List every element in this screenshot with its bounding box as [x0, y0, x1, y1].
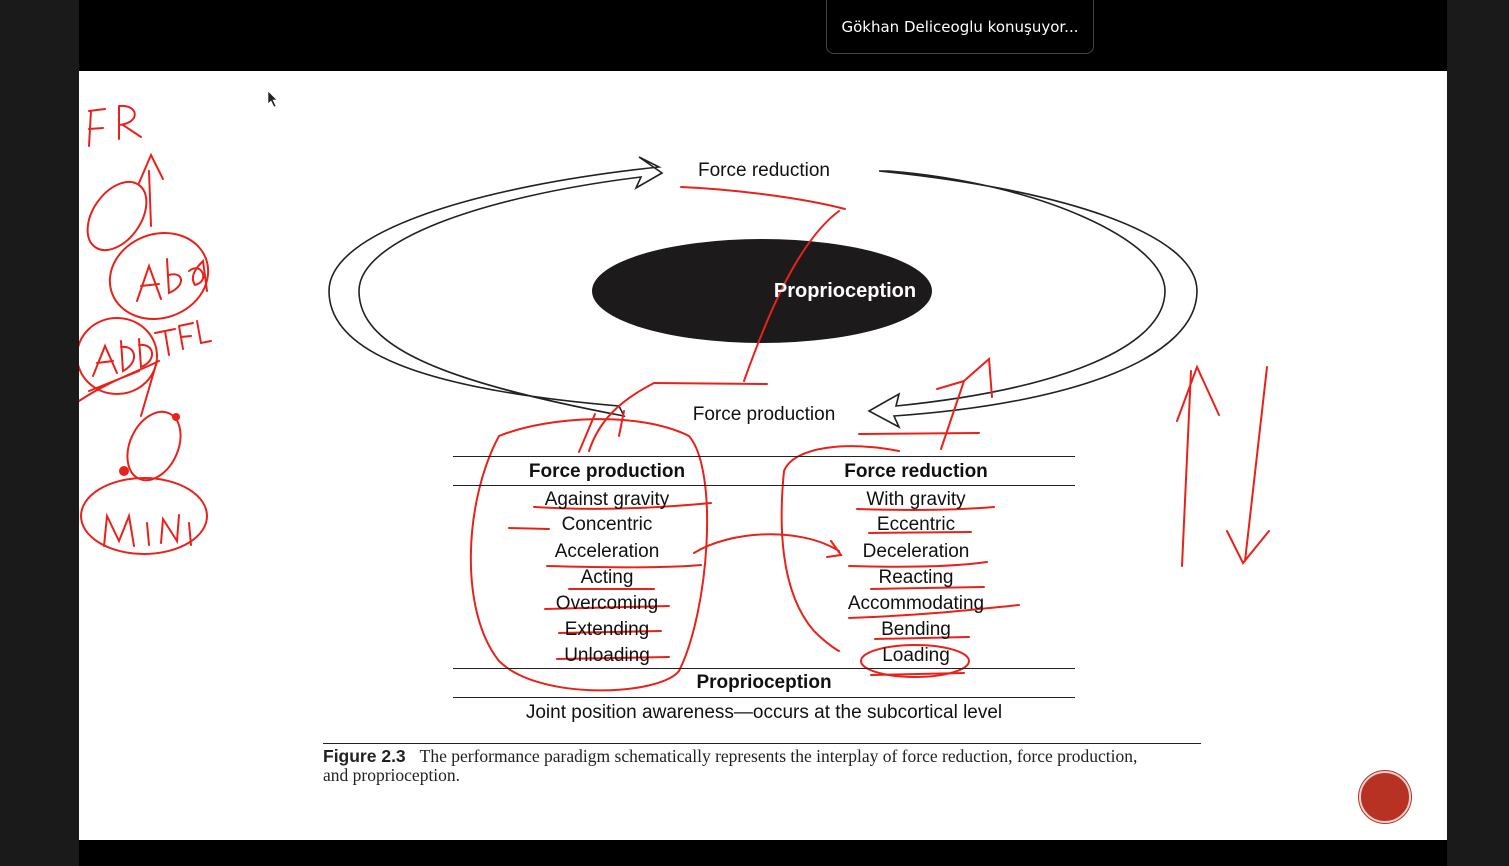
diagram-top-label: Force reduction [697, 160, 831, 181]
col2-item: Loading [882, 645, 950, 666]
caption-rule [323, 743, 1201, 744]
handwriting-oval-abd [108, 231, 210, 321]
presentation-slide: Force reduction Proprioception Force pro… [79, 71, 1447, 840]
col1-item: Extending [564, 619, 650, 640]
diagram-bottom-label: Force production [692, 404, 836, 425]
handwriting-mini-text [103, 512, 192, 547]
annotation-loop-production [469, 418, 709, 692]
handwriting-fr [88, 104, 142, 147]
footer-header: Proprioception [696, 672, 832, 693]
speaker-indicator-text: Gökhan Deliceoglu konuşuyor... [841, 17, 1079, 36]
col1-item: Unloading [564, 645, 650, 666]
col1-item: Acting [580, 567, 634, 588]
annotation-loop-reduction [780, 445, 900, 652]
col2-item: Deceleration [862, 541, 970, 562]
diagram-center-label: Proprioception [773, 280, 917, 302]
col2-item: Accommodating [847, 593, 985, 614]
proprioception-ellipse [592, 239, 932, 343]
table-footer-rule-2 [453, 697, 1075, 698]
col1-item: Acceleration [554, 541, 660, 562]
handwriting-oval-add [79, 317, 158, 395]
col2-item: Eccentric [876, 514, 956, 535]
handwriting-connector [79, 360, 160, 402]
table-top-rule [453, 456, 1075, 457]
mouse-cursor-icon [267, 90, 278, 108]
col2-item: Bending [881, 619, 951, 640]
col2-header: Force reduction [844, 461, 988, 482]
handwriting-oval-mini [80, 477, 208, 555]
col1-item: Overcoming [555, 593, 659, 614]
footer-text: Joint position awareness—occurs at the s… [525, 702, 1003, 723]
annotation-up-arrow [1176, 364, 1220, 567]
col2-item: Reacting [878, 567, 954, 588]
handwriting-abd-text [136, 258, 208, 302]
table-header-rule [453, 485, 1075, 486]
col1-header: Force production [528, 461, 686, 482]
speaker-indicator: Gökhan Deliceoglu konuşuyor... [826, 0, 1094, 54]
table-footer-rule [453, 668, 1075, 669]
handwriting-add-text [92, 338, 153, 377]
col1-item: Against gravity [544, 489, 670, 510]
col2-item: With gravity [866, 489, 966, 510]
caption-text: The performance paradigm schematically r… [323, 746, 1138, 785]
handwriting-arrow [138, 152, 164, 227]
left-letterbox [0, 0, 79, 866]
right-letterbox [1447, 0, 1509, 866]
handwriting-line-down [140, 360, 158, 417]
col1-item: Concentric [561, 514, 653, 535]
annotation-down-arrow [1226, 366, 1270, 565]
handwriting-tfl-text [154, 320, 212, 356]
cycle-arrow-top [328, 156, 664, 418]
diagram-drawing [79, 90, 1270, 692]
cycle-arrow-bottom [867, 170, 1198, 429]
annotation-arrow-accel-decel [693, 533, 843, 558]
record-button[interactable] [1359, 771, 1411, 823]
annotation-circle-loading [860, 644, 970, 678]
caption-label: Figure 2.3 [323, 746, 406, 766]
handwriting-oval-1 [86, 180, 148, 252]
